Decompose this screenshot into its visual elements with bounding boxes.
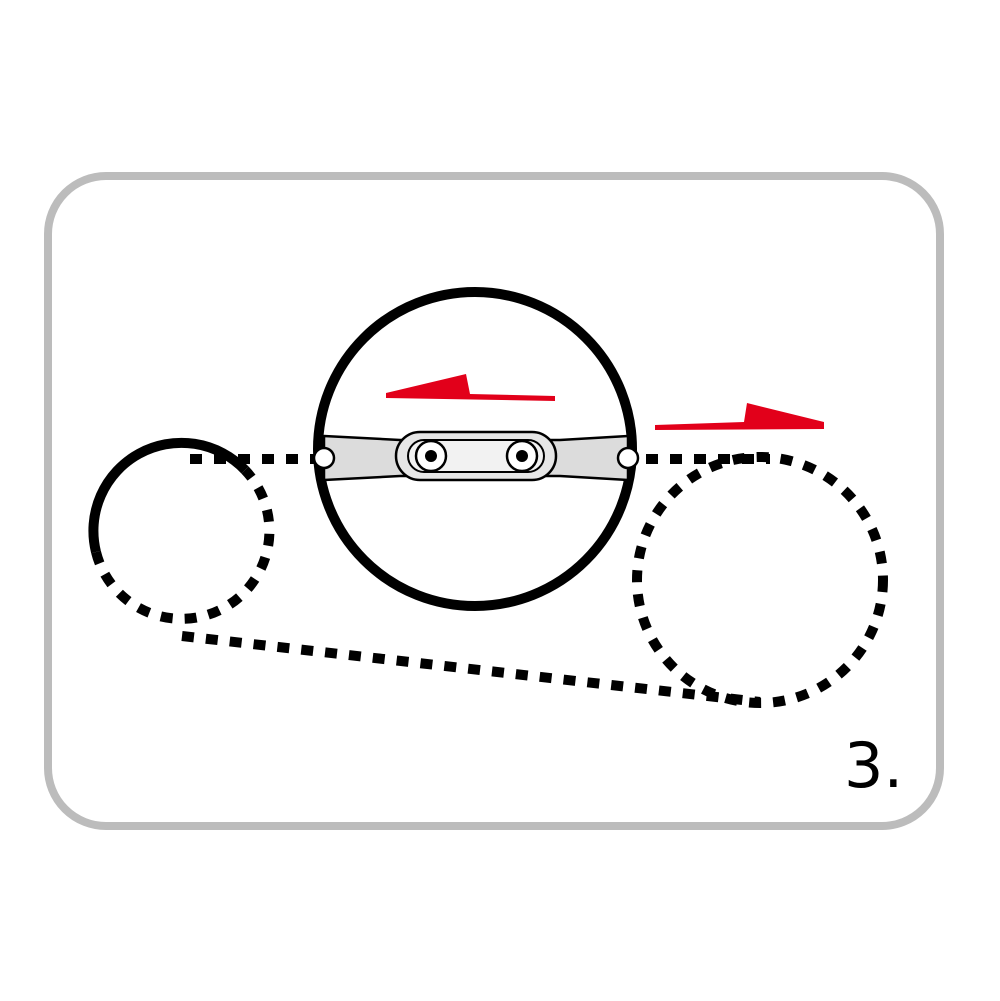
- chain-bottom-run: [181, 631, 761, 707]
- quick-link-icon: [312, 430, 640, 482]
- small-sprocket-icon: [88, 437, 249, 554]
- small-sprocket-dotted-arc: [91, 466, 275, 624]
- step-number: 3.: [844, 729, 904, 802]
- arrow-right-icon: [655, 403, 824, 430]
- large-sprocket-icon: [632, 452, 888, 708]
- arrow-left-icon: [386, 374, 555, 401]
